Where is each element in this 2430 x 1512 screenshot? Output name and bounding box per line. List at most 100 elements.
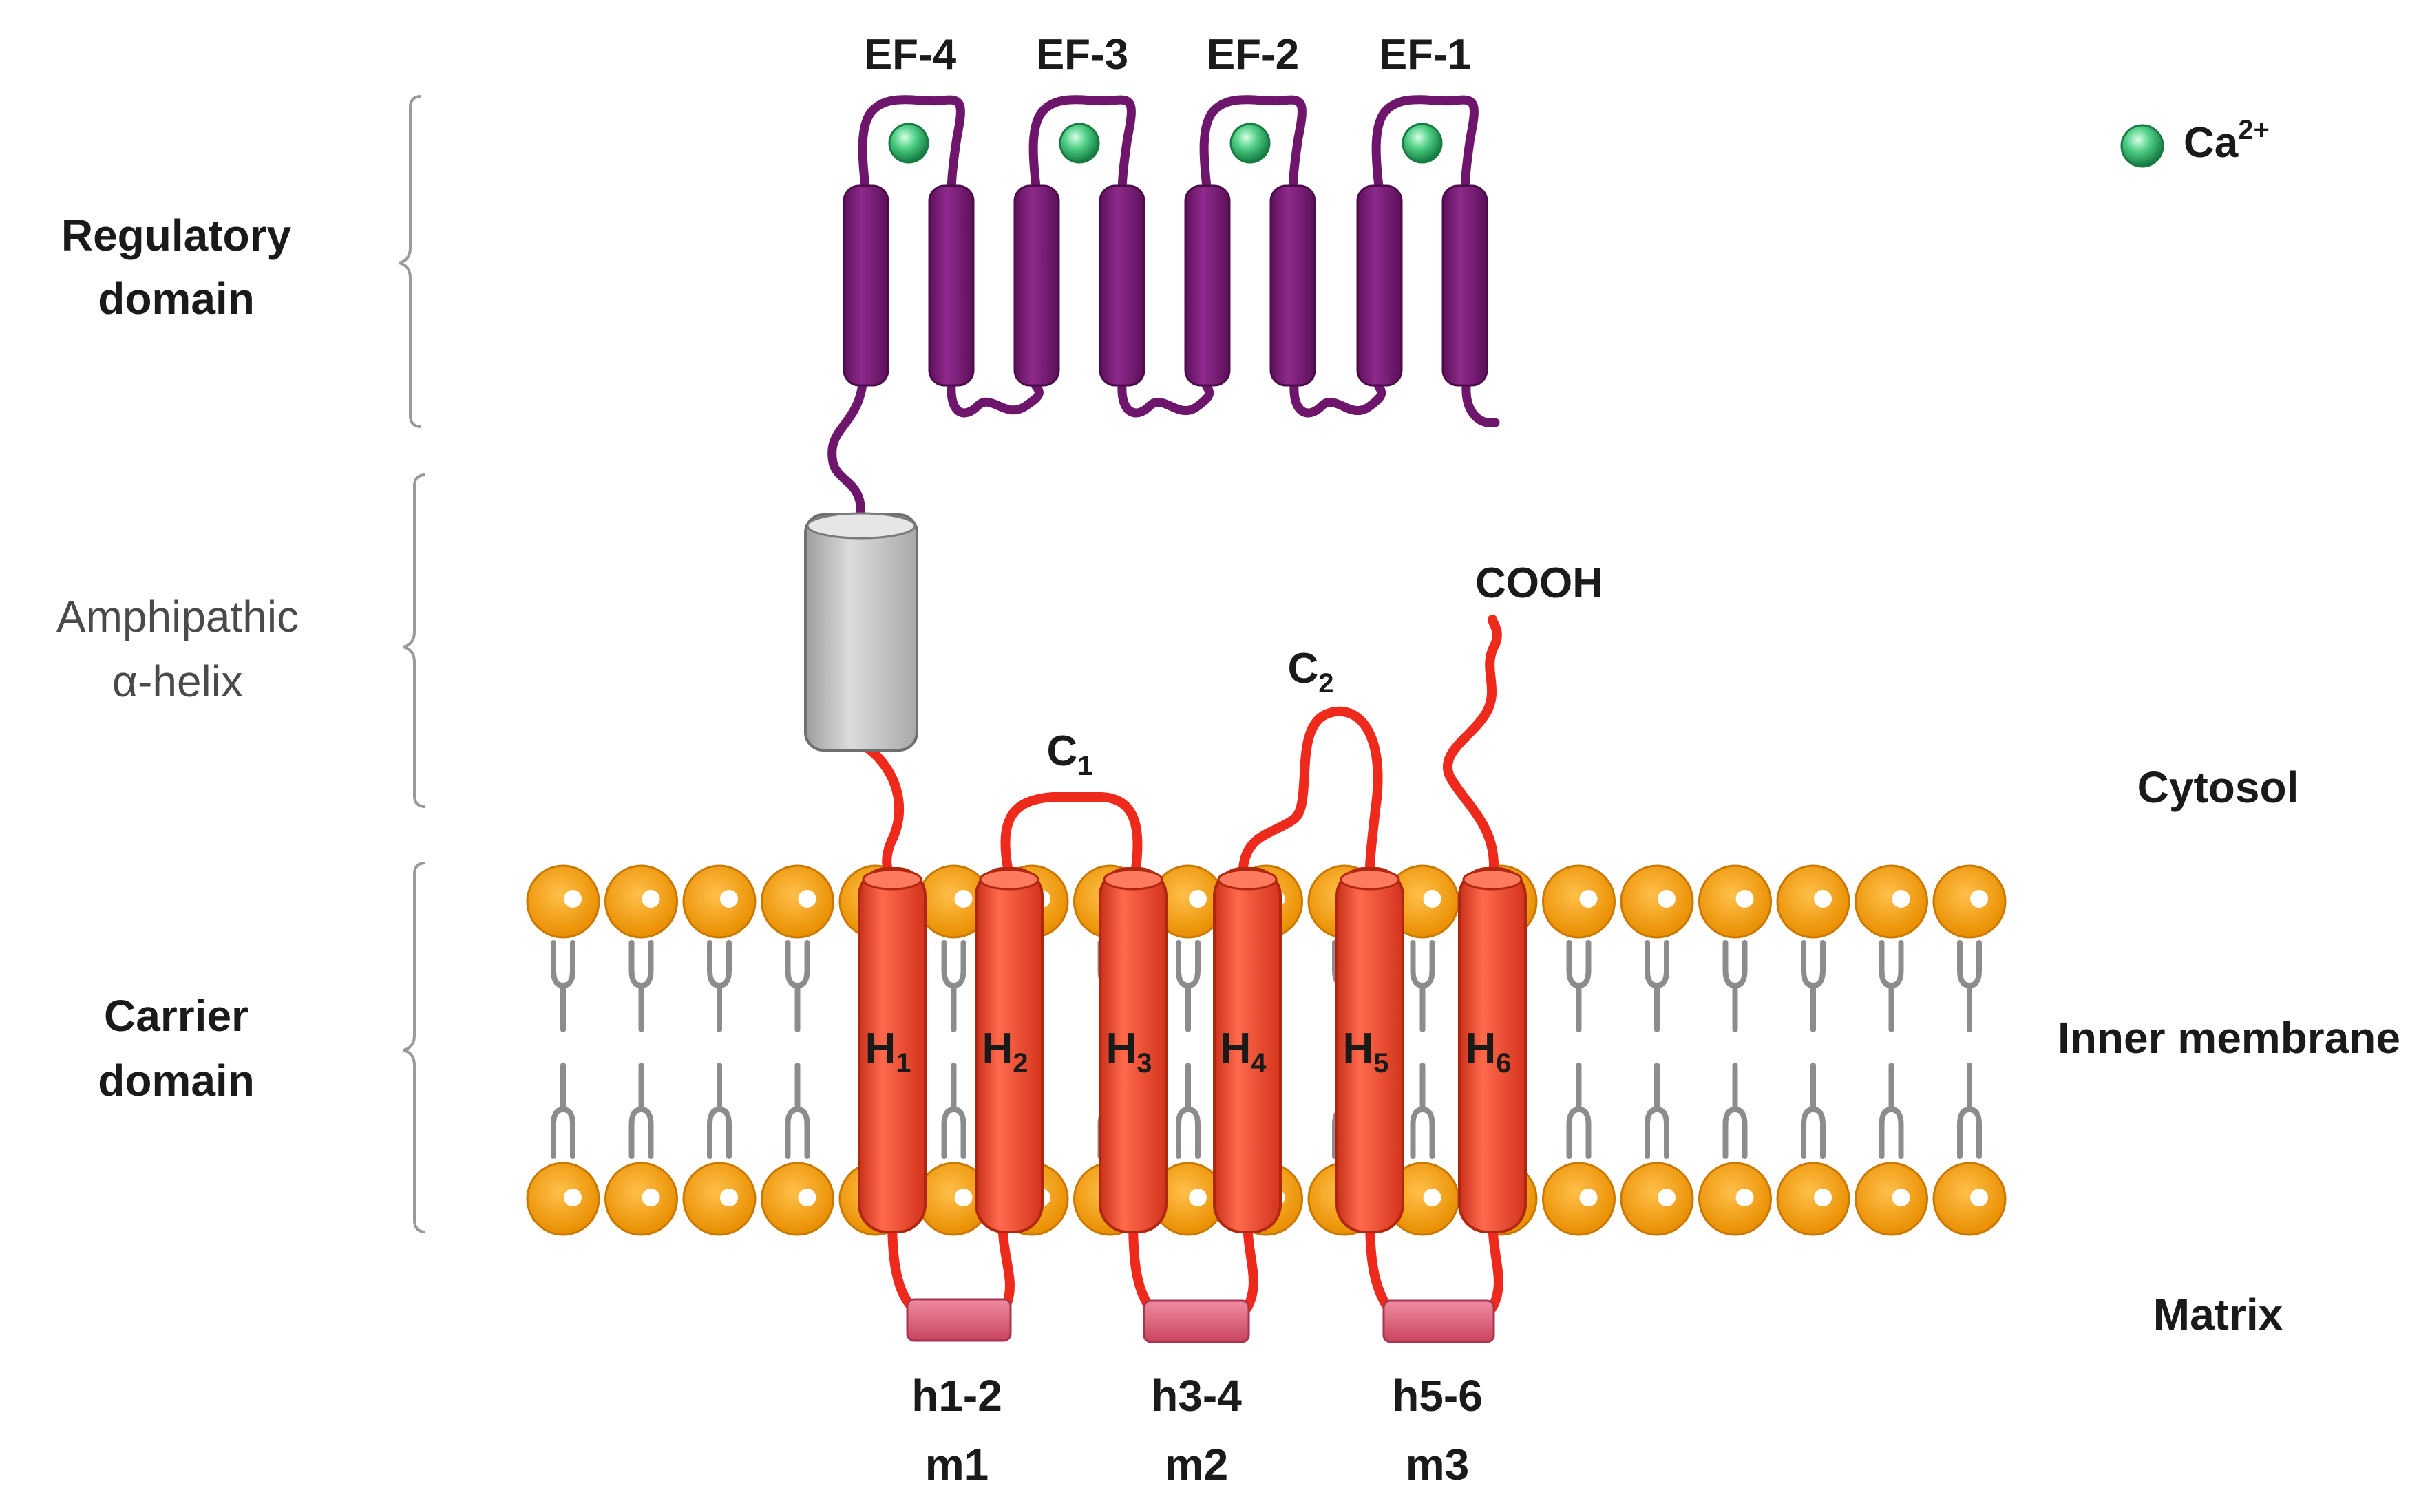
loop-c1 [1000, 792, 1143, 873]
lipid-head-highlight [798, 1189, 816, 1206]
calcium-ion [1059, 123, 1100, 164]
lipid-head-top [604, 864, 678, 939]
lipid-head-top [1776, 864, 1850, 939]
lipid-head-bottom [1620, 1162, 1694, 1236]
lipid-head-top [1620, 864, 1694, 939]
motif-m3-label: m3 [1406, 1440, 1470, 1489]
lipid-tail-bottom [1879, 1063, 1904, 1159]
ef-bottom-loop-1 [947, 381, 1044, 418]
lipid-pair [1698, 864, 1772, 1236]
lipid-head-top [682, 864, 757, 939]
lipid-pair [1386, 864, 1459, 1236]
motif-h5-6-label: h5-6 [1392, 1371, 1483, 1420]
lipid-tail-bottom [707, 1063, 732, 1159]
calcium-ion [888, 123, 929, 164]
helix-body [858, 867, 927, 1233]
lipid-pair [761, 864, 834, 1236]
helix-2: H2 [975, 867, 1044, 1233]
helix-body [1099, 867, 1168, 1233]
lipid-head-top [1932, 864, 2007, 939]
lipid-head-top [526, 864, 600, 939]
inner-membrane-label: Inner membrane [2058, 1013, 2400, 1063]
cooh-label: COOH [1475, 560, 1603, 607]
motif-h1-2-label: h1-2 [911, 1371, 1002, 1420]
lipid-head-bottom [1855, 1162, 1928, 1236]
matrix-helix-h5-6 [1382, 1299, 1495, 1343]
calcium-ion [1229, 123, 1271, 164]
motif-m2-label: m2 [1165, 1440, 1229, 1489]
ef-hand-linkers [827, 374, 1500, 520]
lipid-tail-bottom [1566, 1063, 1592, 1159]
ef-hand-domain [827, 95, 1500, 520]
lipid-head-highlight [564, 890, 582, 908]
lipid-head-bottom [1776, 1162, 1850, 1236]
lipid-pair [1542, 864, 1616, 1236]
ef-loop [1028, 95, 1136, 198]
helix-label-6: H6 [1465, 1025, 1511, 1078]
lipid-head-highlight [1579, 890, 1598, 908]
lipid-head-highlight [1892, 1189, 1910, 1206]
lipid-tail-bottom [1957, 1063, 1982, 1159]
lipid-head-highlight [720, 890, 738, 908]
ef-hand-motifs [843, 95, 1488, 387]
ef-label-3: EF-3 [1036, 31, 1128, 78]
lipid-pair [1855, 864, 1928, 1236]
ef-to-amphipathic-linker [827, 374, 868, 520]
lipid-tail-top [1410, 940, 1435, 1032]
matrix-helix-h1-2 [906, 1298, 1012, 1342]
ef-label-4: EF-4 [864, 31, 957, 78]
lipid-pair [604, 864, 678, 1236]
lipid-tail-top [628, 940, 654, 1032]
lipid-head-highlight [1970, 1189, 1988, 1206]
lipid-pair [917, 864, 991, 1236]
lipid-head-top [1698, 864, 1772, 939]
lipid-head-highlight [564, 1189, 582, 1206]
lipid-head-highlight [1189, 890, 1207, 908]
lipid-head-highlight [1658, 890, 1676, 908]
lipid-head-highlight [1970, 890, 1988, 908]
helix-body [1213, 867, 1282, 1233]
lipid-head-bottom [761, 1162, 834, 1236]
domain-brackets [399, 95, 426, 1233]
helix-cap [1217, 869, 1278, 891]
regulatory-domain-label-line2: domain [98, 274, 255, 323]
lipid-tail-top [941, 940, 966, 1032]
calcium-legend-label: Ca2+ [2184, 115, 2270, 167]
lipid-tail-top [707, 940, 732, 1032]
ef-hand-3 [1013, 95, 1145, 387]
helix-cap [862, 869, 922, 891]
ef-helix-b [1441, 184, 1488, 387]
lipid-pair [1932, 864, 2007, 1236]
lipid-tail-top [1645, 940, 1669, 1032]
ef-label-1: EF-1 [1379, 31, 1471, 78]
lipid-head-top [1542, 864, 1616, 939]
lipid-tail-bottom [551, 1063, 575, 1159]
ef-bottom-loop-2 [1117, 381, 1214, 418]
ef-hand-2 [1184, 95, 1316, 387]
lipid-pair [1151, 864, 1225, 1236]
calcium-ion [1402, 123, 1443, 164]
helix-body [1335, 867, 1404, 1233]
lipid-tail-top [1957, 940, 1982, 1032]
lipid-head-bottom [604, 1162, 678, 1236]
lipid-head-bottom [682, 1162, 757, 1236]
ef-label-2: EF-2 [1207, 31, 1299, 78]
lipid-head-highlight [1423, 890, 1441, 908]
lipid-head-highlight [1189, 1189, 1207, 1206]
lipid-tail-bottom [1801, 1063, 1826, 1159]
motif-m1-label: m1 [925, 1440, 989, 1489]
lipid-head-highlight [954, 1189, 973, 1206]
ef-loop [1371, 95, 1479, 198]
lipid-head-highlight [1658, 1189, 1676, 1206]
matrix-label: Matrix [2153, 1290, 2283, 1339]
helix-label-1: H1 [865, 1025, 911, 1078]
ef-loop [858, 95, 965, 198]
lipid-head-bottom [1542, 1162, 1616, 1236]
cytosol-label: Cytosol [2137, 763, 2299, 812]
lipid-head-highlight [1579, 1189, 1598, 1206]
lipid-tail-top [1801, 940, 1826, 1032]
amphipathic-helix [804, 512, 918, 752]
bracket-regulatory [399, 95, 422, 428]
